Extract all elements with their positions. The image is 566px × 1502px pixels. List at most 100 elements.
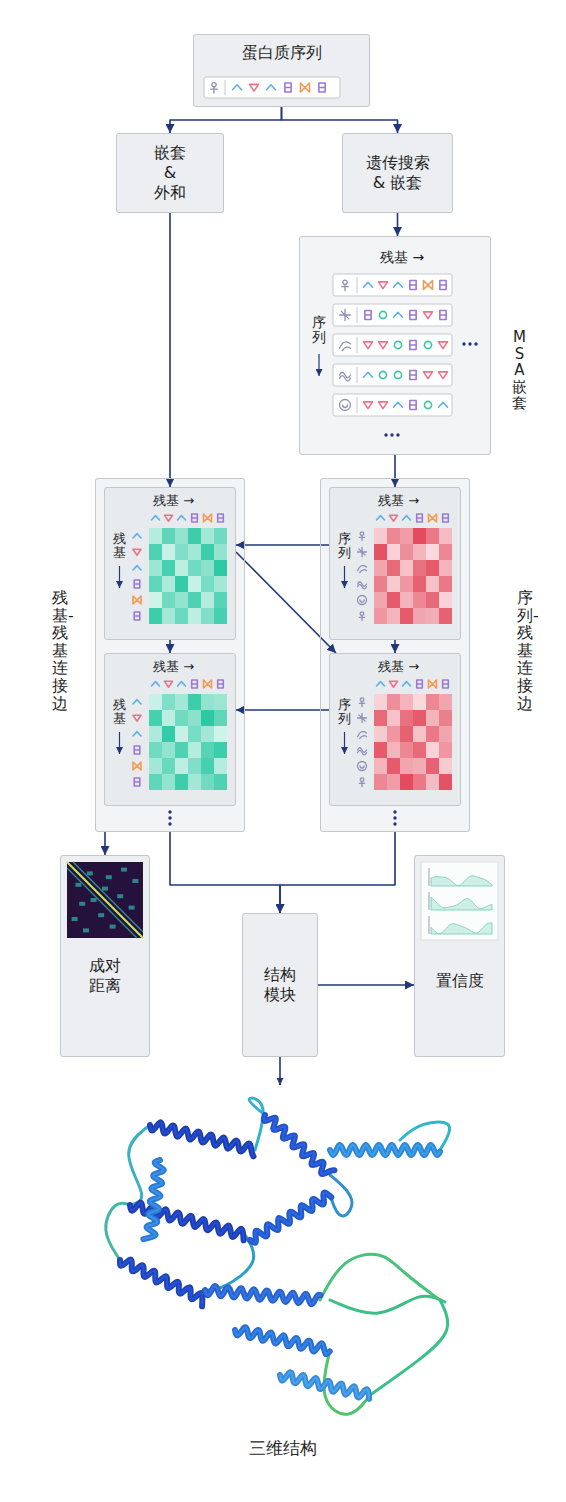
sequence-icon bbox=[340, 372, 351, 381]
axis-arrow bbox=[344, 732, 345, 754]
sequence-strip bbox=[204, 77, 340, 98]
residue-glyph bbox=[285, 83, 291, 92]
msa-matrix-box: 残基 →序列 bbox=[329, 487, 461, 640]
matrix-cell bbox=[374, 758, 387, 774]
matrix-cell bbox=[214, 694, 227, 710]
coil-loop bbox=[106, 1203, 130, 1260]
matrix-cell bbox=[413, 742, 426, 758]
axis-arrow bbox=[318, 354, 319, 376]
more-dots bbox=[168, 822, 171, 825]
matrix-cell bbox=[214, 742, 227, 758]
residue-glyph bbox=[377, 516, 385, 520]
matrix-cell bbox=[149, 710, 162, 726]
sequence-icon bbox=[358, 714, 367, 723]
matrix-cell bbox=[426, 528, 439, 544]
box-fills bbox=[60, 34, 505, 1057]
helix-ribbon bbox=[250, 1193, 331, 1243]
residue-glyph bbox=[134, 580, 140, 588]
contact-spot bbox=[121, 868, 127, 872]
sequence-row bbox=[333, 304, 452, 326]
msa-rows bbox=[319, 274, 478, 437]
flow-arrow bbox=[394, 640, 396, 653]
matrix-cell bbox=[162, 742, 175, 758]
residue-glyph bbox=[443, 514, 449, 522]
helix-ribbon bbox=[264, 1115, 335, 1174]
residue-glyph bbox=[439, 402, 448, 407]
matrix-cell bbox=[400, 742, 413, 758]
residue-glyph bbox=[267, 85, 276, 90]
matrix-cell bbox=[201, 758, 214, 774]
flow-arrow bbox=[170, 107, 282, 133]
residue-glyph bbox=[394, 341, 401, 348]
matrix-cell bbox=[201, 528, 214, 544]
residue-glyph bbox=[134, 778, 140, 786]
vertical-label: 残基 bbox=[113, 532, 126, 561]
box-label: 残基 → bbox=[153, 659, 194, 675]
matrix-cell bbox=[413, 608, 426, 624]
pair-panel: 残基-残基连接边残基 →残基残基 →残基 bbox=[95, 478, 245, 832]
matrix-cell bbox=[387, 560, 400, 576]
sequence-icon bbox=[340, 342, 351, 351]
confidence-area bbox=[431, 876, 492, 886]
matrix-cell bbox=[400, 576, 413, 592]
matrix-cell bbox=[400, 694, 413, 710]
residue-glyph bbox=[133, 732, 141, 736]
matrix-cell bbox=[175, 742, 188, 758]
residue-glyph bbox=[394, 312, 403, 317]
residue-glyph bbox=[133, 596, 141, 604]
sequence-icon bbox=[358, 565, 367, 572]
contact-spot bbox=[106, 875, 112, 879]
matrix-cell bbox=[374, 608, 387, 624]
box-label: 置信度 bbox=[436, 971, 484, 991]
box-fill bbox=[242, 913, 318, 1057]
confidence-area bbox=[431, 897, 492, 910]
matrix-cell bbox=[374, 742, 387, 758]
box-label: 残基 → bbox=[380, 249, 424, 267]
residue-glyph bbox=[424, 341, 431, 348]
matrix-cell bbox=[439, 592, 452, 608]
residue-glyph bbox=[439, 342, 448, 349]
box-fill bbox=[414, 855, 505, 1057]
chart-frame bbox=[421, 862, 498, 940]
matrix-cell bbox=[400, 726, 413, 742]
helix-highlight bbox=[235, 1327, 330, 1354]
matrix-cell bbox=[149, 726, 162, 742]
matrix-cell bbox=[175, 528, 188, 544]
residue-glyph bbox=[410, 341, 416, 350]
matrix-cell bbox=[175, 544, 188, 560]
matrix-cell bbox=[426, 726, 439, 742]
contact-map bbox=[67, 862, 143, 938]
more-dots bbox=[168, 810, 171, 813]
coil-loop bbox=[330, 1296, 445, 1313]
matrix-cell bbox=[413, 774, 426, 790]
row-divider bbox=[357, 307, 358, 323]
residue-glyph bbox=[178, 682, 186, 686]
residue-glyph bbox=[364, 282, 373, 287]
residue-glyph bbox=[379, 342, 388, 349]
matrix-cell bbox=[400, 544, 413, 560]
sequence-icon bbox=[359, 612, 364, 621]
sequence-icon bbox=[342, 280, 349, 290]
flow-arrow bbox=[169, 640, 171, 653]
more-dots bbox=[393, 816, 396, 819]
matrix-cell bbox=[162, 726, 175, 742]
matrix-cell bbox=[175, 726, 188, 742]
matrix-cell bbox=[175, 560, 188, 576]
matrix-cell bbox=[400, 710, 413, 726]
matrix-cell bbox=[162, 544, 175, 560]
matrix-cell bbox=[175, 592, 188, 608]
helix-highlight bbox=[130, 1203, 244, 1241]
box-fill bbox=[193, 34, 370, 107]
matrix-cell bbox=[439, 608, 452, 624]
vertical-label: MSA 嵌套 bbox=[512, 329, 527, 412]
flow-arrow bbox=[280, 832, 395, 913]
vertical-label: 序列 bbox=[312, 315, 326, 346]
residue-glyph bbox=[410, 311, 416, 320]
coil-loop bbox=[370, 1300, 448, 1395]
sequence-icon bbox=[358, 582, 367, 589]
residue-glyph bbox=[204, 514, 212, 522]
residue-glyph bbox=[364, 372, 373, 377]
matrix-cell bbox=[214, 576, 227, 592]
sequence-icon bbox=[358, 762, 367, 771]
residue-glyph bbox=[379, 402, 388, 409]
